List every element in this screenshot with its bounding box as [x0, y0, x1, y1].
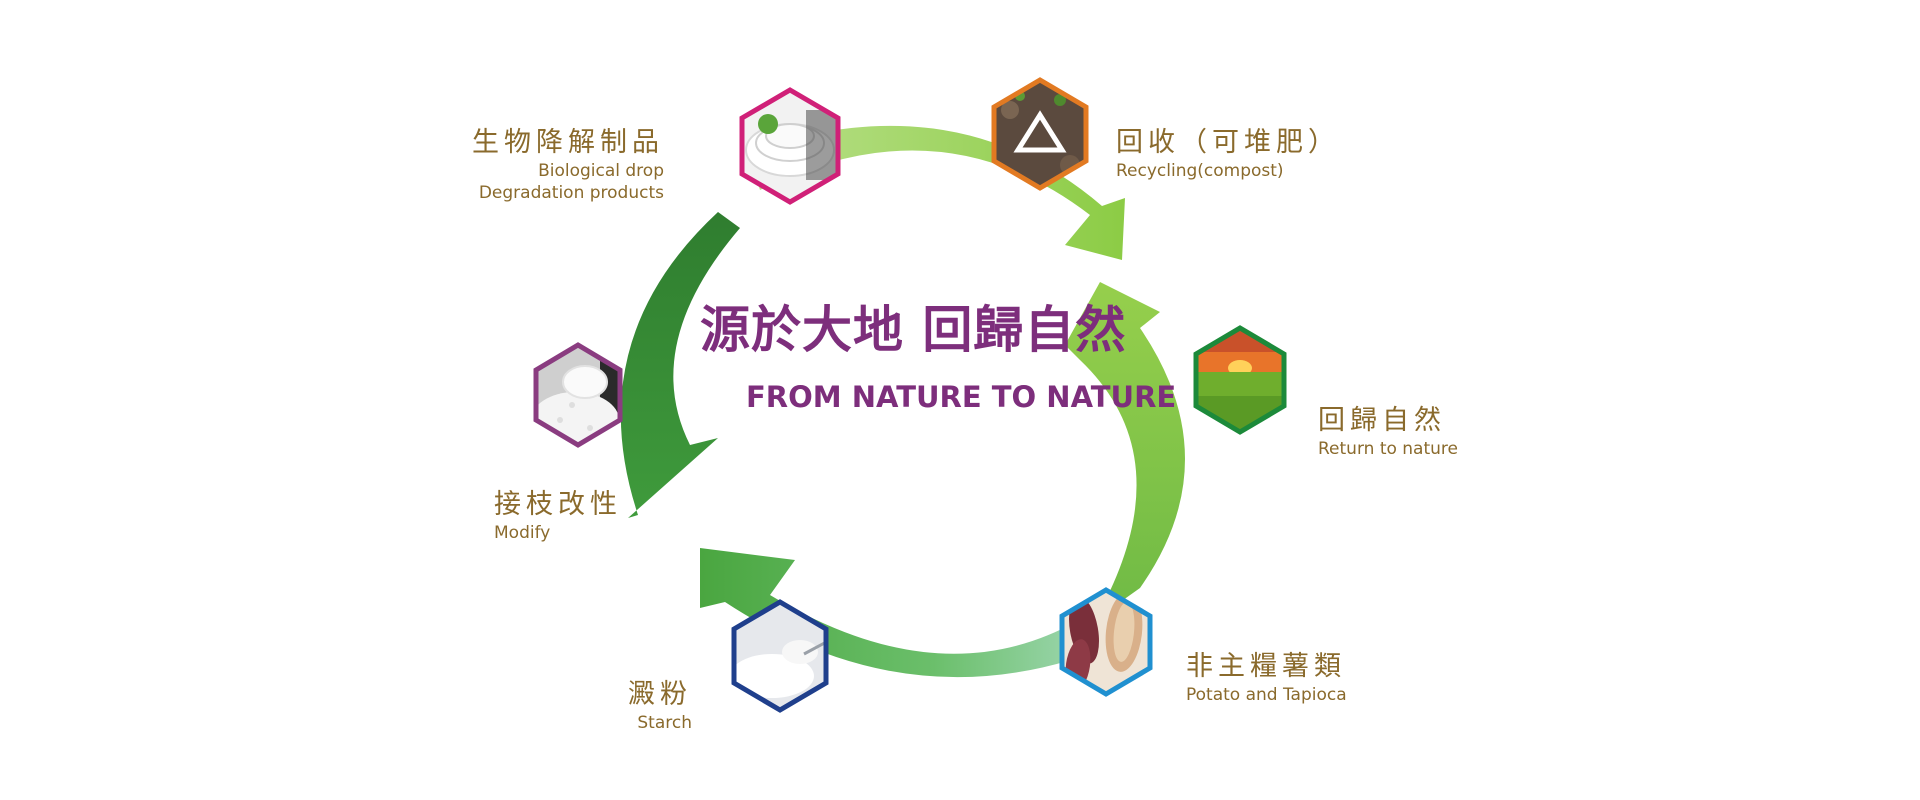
label-zh: 非主糧薯類	[1186, 651, 1346, 682]
label-zh: 回歸自然	[1318, 405, 1446, 436]
label-recycling: 回收（可堆肥） Recycling(compost)	[1116, 126, 1340, 182]
hexagon-frame	[533, 342, 623, 448]
label-biodegradable-products: 生物降解制品 Biological drop Degradation produ…	[420, 126, 664, 204]
label-en: Modify	[494, 523, 551, 543]
hexagon-frame	[991, 77, 1089, 191]
label-en: Return to nature	[1318, 439, 1458, 459]
label-modify: 接枝改性 Modify	[494, 488, 622, 544]
label-potato-tapioca: 非主糧薯類 Potato and Tapioca	[1186, 650, 1347, 706]
hexagon-frame	[1059, 587, 1153, 697]
label-en: Potato and Tapioca	[1186, 685, 1347, 705]
node-modify	[533, 342, 623, 448]
arrow-left	[620, 212, 740, 518]
label-zh: 回收（可堆肥）	[1116, 127, 1340, 158]
hexagon-frame	[739, 87, 841, 205]
label-en: Degradation products	[478, 183, 664, 203]
node-potato-tapioca	[1059, 587, 1153, 697]
hexagon-frame	[731, 599, 829, 713]
label-zh: 生物降解制品	[472, 127, 664, 158]
label-zh: 澱粉	[628, 679, 692, 710]
title-chinese: 源於大地 回歸自然	[700, 301, 1127, 359]
label-zh: 接枝改性	[494, 489, 622, 520]
node-biodegradable-products	[739, 87, 841, 205]
node-return-to-nature	[1193, 325, 1287, 435]
arrow-right	[1065, 282, 1185, 620]
title-english: FROM NATURE TO NATURE	[746, 380, 1177, 414]
label-en: Biological drop	[538, 161, 664, 181]
label-en: Recycling(compost)	[1116, 161, 1284, 181]
label-return-to-nature: 回歸自然 Return to nature	[1318, 404, 1458, 460]
hexagon-frame	[1193, 325, 1287, 435]
node-recycling	[991, 77, 1089, 191]
node-starch	[731, 599, 829, 713]
label-starch: 澱粉 Starch	[570, 678, 692, 734]
label-en: Starch	[637, 713, 692, 733]
